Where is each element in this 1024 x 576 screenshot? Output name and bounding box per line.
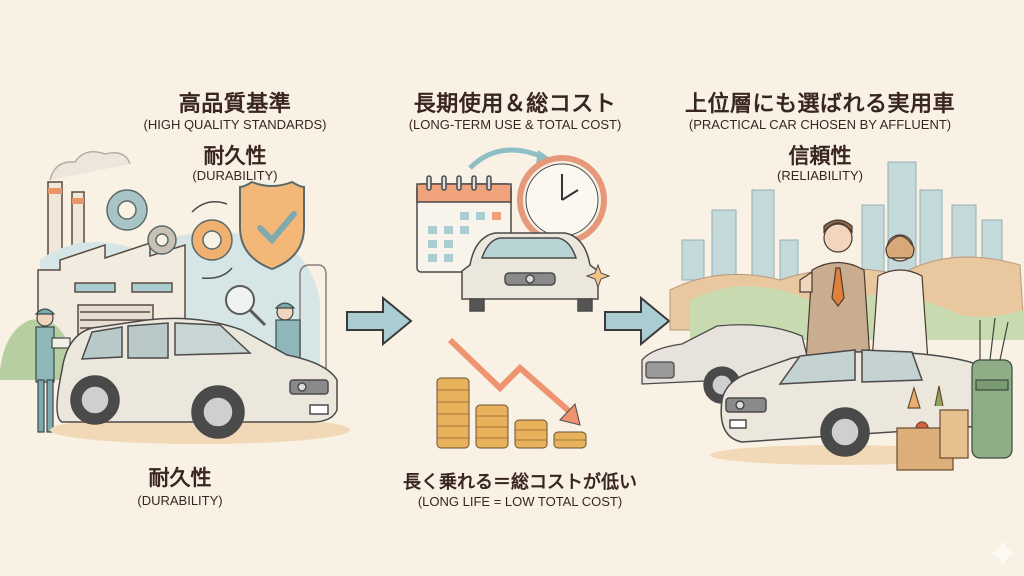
cycle-arrow-icon [201,267,233,280]
curved-arrow-icon [468,147,547,170]
panel3-sub-en: (RELIABILITY) [777,168,863,183]
couple-icon [799,219,929,362]
clock-icon [517,155,607,245]
mechanic-worker-icon [274,302,301,359]
panel3-title-en: (PRACTICAL CAR CHOSEN BY AFFLUENT) [688,117,952,132]
curved-arrow-head [536,150,550,164]
panel1-title-en: (HIGH QUALITY STANDARDS) [143,117,327,132]
panel2-title-jp: 長期使用＆総コスト [413,92,617,117]
panel2-bottom-en: (LONG LIFE = LOW TOTAL COST) [417,494,623,509]
panel1-sub-en: (DURABILITY) [192,168,278,183]
panel1-title-jp: 高品質基準 [178,92,292,117]
panel1-sub-jp: 耐久性 [203,144,267,168]
inspector-worker-icon [34,308,71,433]
panel2-bottom-jp: 長く乗れる＝総コストが低い [403,472,637,493]
golf-bag-icon [971,317,1013,459]
coin-stacks-icon [436,377,587,449]
cycle-arrow-icon [191,201,228,213]
sparkle-icon [585,263,611,289]
panel3-title-jp: 上位層にも選ばれる実用車 [684,92,955,117]
sparkle-watermark-icon [990,540,1016,566]
station-wagon-icon [50,317,350,444]
panel3-sub-jp: 信頼性 [788,144,852,168]
flow-arrow-2 [604,295,671,347]
gear-icon [106,189,233,261]
down-trend-arrow-icon [447,337,572,415]
car-front-icon [461,232,599,312]
grocery-bag-icon [896,385,969,471]
panel1-bottom-en: (DURABILITY) [137,493,223,508]
flow-arrow-1 [346,295,413,347]
panel2-title-en: (LONG-TERM USE & TOTAL COST) [408,117,622,132]
panel1-bottom-jp: 耐久性 [148,466,212,490]
shield-check-icon [239,180,305,271]
magnifier-icon [225,285,267,327]
